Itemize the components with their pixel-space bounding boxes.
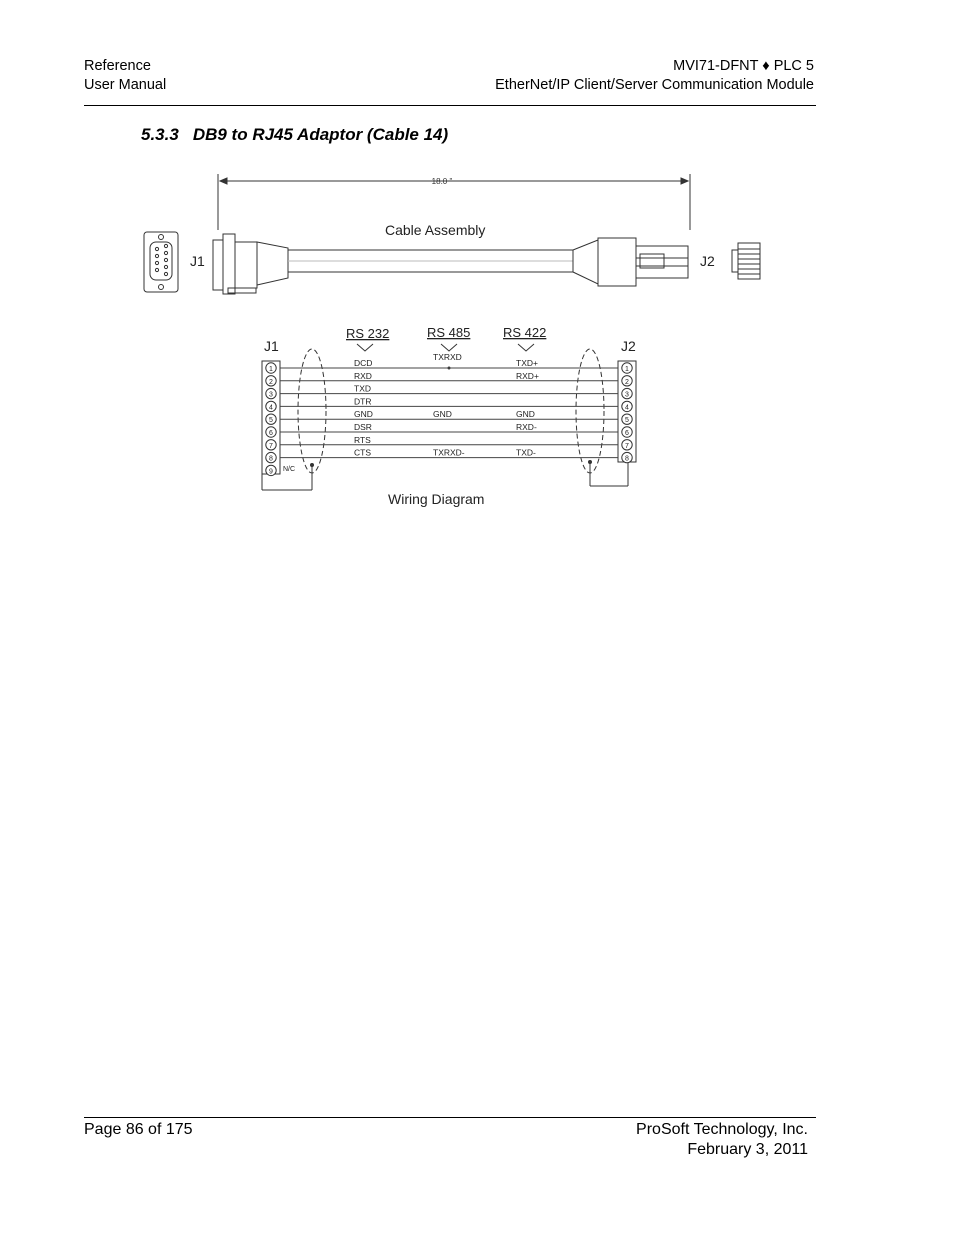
j2-pin-circle	[621, 362, 633, 374]
rs232-signal-label: GND	[354, 409, 373, 419]
rs485-top-label: TXRXD	[433, 352, 462, 362]
j2-pin-circle	[621, 413, 633, 425]
j1-pin-number: 5	[269, 417, 273, 424]
cable-length-label: 18.0 "	[432, 177, 453, 186]
j2-pin-circle	[621, 375, 633, 387]
j1-pin-number: 9	[269, 468, 273, 475]
cable-j2-label: J2	[700, 253, 715, 269]
cable-j1-label: J1	[190, 253, 205, 269]
running-header-left: Reference User Manual	[84, 57, 166, 95]
j1-pin-number: 8	[269, 456, 273, 463]
j2-pin-number: 1	[625, 366, 629, 373]
rs232-signal-label: CTS	[354, 448, 371, 458]
rs422-signal-label: RXD-	[516, 422, 537, 432]
j2-pin-number: 7	[625, 443, 629, 450]
footer-rule	[84, 1117, 816, 1118]
rs232-signal-label: TXD	[354, 384, 371, 394]
section-number: 5.3.3	[141, 125, 179, 144]
rs422-header: RS 422	[503, 325, 546, 340]
wiring-j2-label: J2	[621, 338, 636, 354]
j1-pin-circle	[265, 362, 277, 374]
section-title: DB9 to RJ45 Adaptor (Cable 14)	[192, 125, 449, 144]
wiring-j1-label: J1	[264, 338, 279, 354]
j2-pin-number: 8	[625, 456, 629, 463]
j2-pin-circle	[621, 426, 633, 438]
rs232-signal-label: RXD	[354, 371, 372, 381]
j2-pin-circle	[621, 439, 633, 451]
j1-pin-circle	[265, 413, 277, 425]
rs422-signal-label: GND	[516, 409, 535, 419]
rs485-signal-label: TXRXD-	[433, 448, 465, 458]
j1-pin-circle	[265, 387, 277, 400]
j1-pin-circle	[265, 451, 277, 464]
j1-pin-circle	[265, 426, 277, 438]
rs232-signal-label: DTR	[354, 396, 371, 406]
wiring-diagram: 1 2 3 4 5 6 7 8 9 1 2 3 4 5 6 7 8 DCD TXD+ RXD RXD+ TXD DTR GND…	[261, 325, 637, 507]
rs232-header: RS 232	[346, 326, 389, 341]
j2-pin-circle	[621, 400, 633, 413]
j1-pin-number: 2	[269, 379, 273, 386]
j2-pin-number: 4	[625, 404, 629, 411]
rs485-header: RS 485	[427, 325, 470, 340]
rs232-signal-label: DSR	[354, 422, 372, 432]
header-doc-type: User Manual	[84, 77, 167, 93]
footer-right: ProSoft Technology, Inc. February 3, 201…	[636, 1120, 808, 1160]
footer-date: February 3, 2011	[687, 1141, 808, 1158]
section-heading: 5.3.3 DB9 to RJ45 Adaptor (Cable 14)	[141, 125, 448, 145]
wiring-diagram-caption: Wiring Diagram	[388, 491, 484, 507]
header-product-description: EtherNet/IP Client/Server Communication …	[495, 77, 814, 93]
j2-pin-number: 3	[625, 392, 629, 399]
header-rule	[84, 105, 816, 106]
rs422-signal-label: TXD+	[516, 358, 538, 368]
j2-pin-number: 6	[625, 430, 629, 437]
j1-pin-number: 7	[269, 443, 273, 450]
rs232-signal-label: DCD	[354, 358, 372, 368]
j1-pin-number: 1	[269, 366, 273, 373]
j2-pin-circle	[621, 387, 633, 400]
j1-pin-circle	[265, 464, 277, 477]
rs422-signal-label: TXD-	[516, 448, 536, 458]
j1-pin-number: 4	[269, 404, 273, 411]
rs232-signal-label: RTS	[354, 435, 371, 445]
j1-pin-circle	[265, 400, 277, 413]
rs485-signal-label: GND	[433, 409, 452, 419]
j2-pin-number: 5	[625, 417, 629, 424]
j2-pin-number: 2	[625, 379, 629, 386]
j1-pin-number: 6	[269, 430, 273, 437]
j1-pin-circle	[265, 375, 277, 387]
j2-pin-circle	[621, 451, 633, 464]
cable-assembly-drawing: 18.0 " Cable Assembly J1 J2	[143, 174, 761, 295]
cable-assembly-caption: Cable Assembly	[385, 222, 485, 238]
header-section-label: Reference	[84, 58, 151, 74]
rs422-signal-label: RXD+	[516, 371, 539, 381]
page-number: Page 86 of 175	[84, 1121, 193, 1138]
header-product: MVI71-DFNT ♦ PLC 5	[673, 58, 814, 74]
footer-left: Page 86 of 175	[84, 1120, 193, 1140]
j1-pin-circle	[265, 439, 277, 451]
j1-pin-number: 3	[269, 392, 273, 399]
nc-label: N/C	[283, 466, 295, 473]
running-header-right: MVI71-DFNT ♦ PLC 5 EtherNet/IP Client/Se…	[495, 57, 814, 95]
footer-company: ProSoft Technology, Inc.	[636, 1121, 808, 1138]
